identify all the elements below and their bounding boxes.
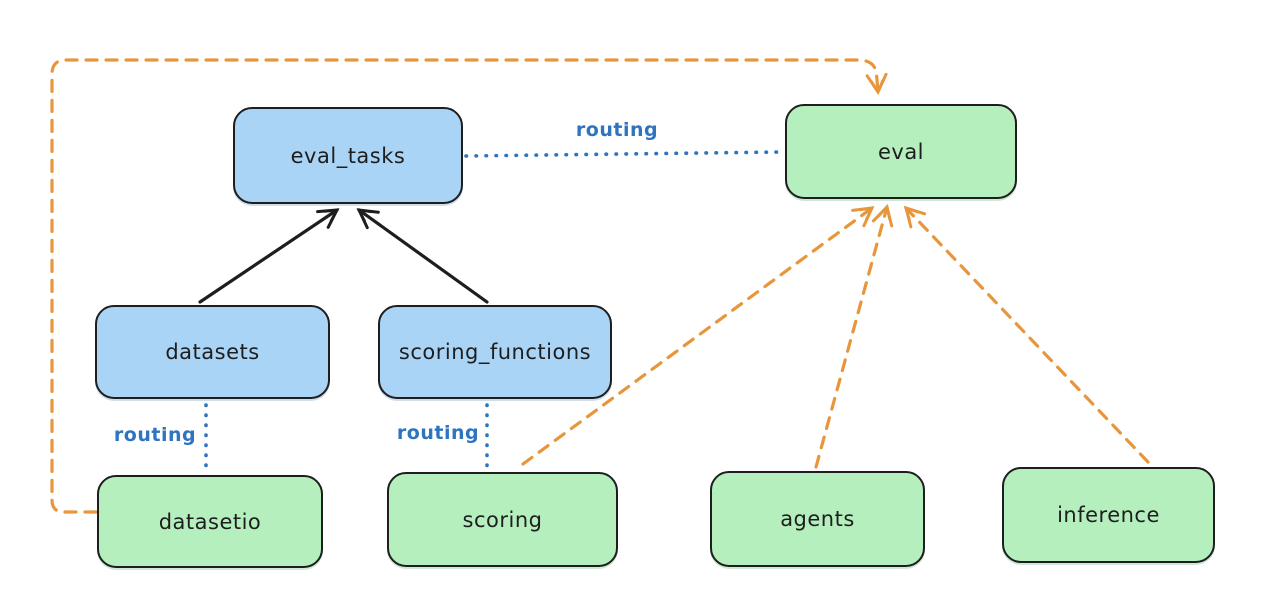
edge-label-routing-datasetio: routing xyxy=(113,424,197,446)
node-scoring: scoring xyxy=(387,472,618,567)
node-eval-label: eval xyxy=(877,139,925,164)
node-inference-label: inference xyxy=(1057,503,1160,527)
node-scoring-functions: scoring_functions xyxy=(378,305,612,399)
node-agents: agents xyxy=(710,471,925,567)
node-eval-tasks: eval_tasks xyxy=(233,107,463,204)
node-inference: inference xyxy=(1002,467,1215,563)
node-eval: eval xyxy=(785,104,1017,199)
edge-label-routing-eval: routing xyxy=(575,119,659,141)
node-datasets: datasets xyxy=(95,305,330,399)
node-datasetio-label: datasetio xyxy=(158,509,262,534)
edge-scoring-functions-to-eval-tasks xyxy=(356,208,489,304)
node-agents-label: agents xyxy=(780,507,855,531)
node-eval-tasks-label: eval_tasks xyxy=(290,143,406,168)
node-scoring-functions-label: scoring_functions xyxy=(398,340,592,364)
edge-label-routing-scoring: routing xyxy=(396,422,480,444)
edge-datasets-to-eval-tasks xyxy=(198,208,340,304)
node-datasetio: datasetio xyxy=(97,475,323,568)
edge-agents-to-eval xyxy=(814,204,894,469)
edge-inference-to-eval xyxy=(903,205,1150,464)
edge-eval-tasks-to-eval xyxy=(464,150,785,158)
edge-datasetio-to-eval xyxy=(50,58,888,514)
node-datasets-label: datasets xyxy=(165,340,260,364)
node-scoring-label: scoring xyxy=(462,507,543,532)
edge-scoring-to-eval xyxy=(521,206,875,466)
